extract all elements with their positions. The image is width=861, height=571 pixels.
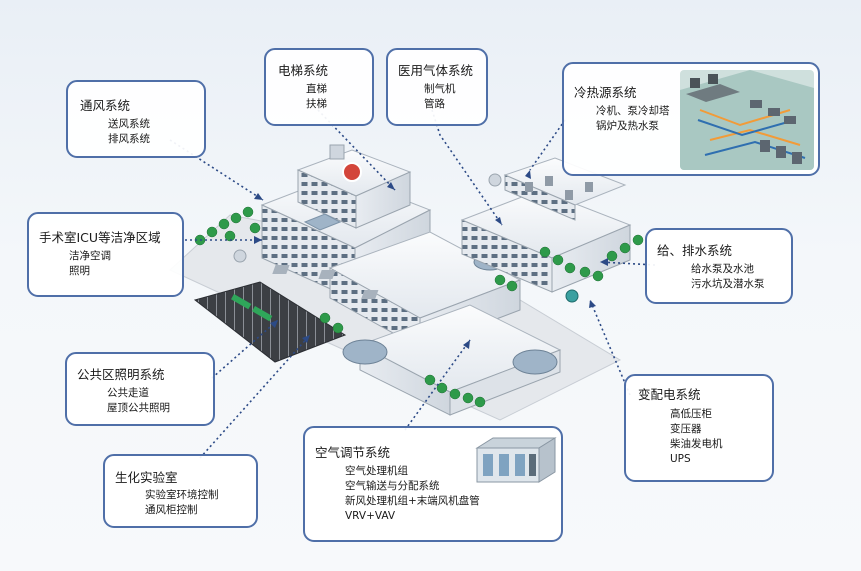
air-conditioning-box: 空气调节系统 空气处理机组 空气输送与分配系统 新风处理机组+末端风机盘管 VR… [303, 426, 563, 542]
list-item: 给水泵及水池 [691, 263, 754, 275]
list-item: 冷机、泵冷却塔 [596, 105, 670, 117]
list-item: 洁净空调 [69, 250, 111, 262]
parking-lot [193, 281, 347, 363]
list-item: 通风柜控制 [145, 504, 198, 516]
medical-gas-system-title: 医用气体系统 [398, 63, 474, 78]
list-item: 新风处理机组+末端风机盘管 [345, 495, 480, 507]
leader-line-arrows [254, 170, 608, 349]
leader-lines [169, 109, 656, 459]
air-conditioning-title: 空气调节系统 [315, 445, 391, 460]
water-supply-drainage-title: 给、排水系统 [657, 243, 733, 258]
list-item: 管路 [424, 98, 445, 110]
power-distribution-items: 高低压柜 变压器 柴油发电机 UPS [670, 407, 723, 467]
elevator-system-items: 直梯 扶梯 [306, 82, 327, 112]
clean-area-box: 手术室ICU等洁净区域 洁净空调 照明 [27, 212, 184, 297]
cooling-heating-system-items: 冷机、泵冷却塔 锅炉及热水泵 [596, 104, 670, 134]
list-item: UPS [670, 453, 691, 465]
list-item: 屋顶公共照明 [107, 402, 170, 414]
list-item: 公共走道 [107, 387, 149, 399]
list-item: VRV+VAV [345, 510, 396, 522]
list-item: 扶梯 [306, 98, 327, 110]
water-supply-drainage-items: 给水泵及水池 污水坑及潜水泵 [691, 262, 765, 292]
bio-lab-title: 生化实验室 [115, 470, 178, 485]
list-item: 空气处理机组 [345, 465, 408, 477]
clean-area-items: 洁净空调 照明 [69, 249, 111, 279]
ventilation-system-items: 送风系统 排风系统 [108, 117, 150, 147]
list-item: 制气机 [424, 83, 456, 95]
list-item: 锅炉及热水泵 [596, 120, 659, 132]
list-item: 实验室环境控制 [145, 489, 219, 501]
air-conditioning-items: 空气处理机组 空气输送与分配系统 新风处理机组+末端风机盘管 VRV+VAV [345, 464, 480, 524]
air-handling-unit-image [473, 434, 557, 486]
list-item: 高低压柜 [670, 408, 712, 420]
bio-lab-box: 生化实验室 实验室环境控制 通风柜控制 [103, 454, 258, 528]
chiller-plant-image [680, 70, 814, 170]
list-item: 照明 [69, 265, 90, 277]
list-item: 送风系统 [108, 118, 150, 130]
medical-gas-system-box: 医用气体系统 制气机 管路 [386, 48, 488, 126]
trees [194, 206, 644, 408]
power-distribution-box: 变配电系统 高低压柜 变压器 柴油发电机 UPS [624, 374, 774, 482]
list-item: 柴油发电机 [670, 438, 723, 450]
power-distribution-title: 变配电系统 [638, 387, 701, 402]
right-wing [460, 157, 632, 293]
water-supply-drainage-box: 给、排水系统 给水泵及水池 污水坑及潜水泵 [645, 228, 793, 304]
clean-area-title: 手术室ICU等洁净区域 [39, 230, 161, 245]
bio-lab-items: 实验室环境控制 通风柜控制 [145, 488, 219, 518]
elevator-system-title: 电梯系统 [278, 63, 329, 78]
elevator-system-box: 电梯系统 直梯 扶梯 [264, 48, 374, 126]
list-item: 空气输送与分配系统 [345, 480, 440, 492]
list-item: 排风系统 [108, 133, 150, 145]
list-item: 变压器 [670, 423, 702, 435]
cooling-heating-system-box: 冷热源系统 冷机、泵冷却塔 锅炉及热水泵 [562, 62, 820, 176]
list-item: 直梯 [306, 83, 327, 95]
ventilation-system-title: 通风系统 [80, 98, 131, 113]
medical-gas-system-items: 制气机 管路 [424, 82, 456, 112]
ventilation-system-box: 通风系统 送风系统 排风系统 [66, 80, 206, 158]
public-lighting-box: 公共区照明系统 公共走道 屋顶公共照明 [65, 352, 215, 426]
public-lighting-items: 公共走道 屋顶公共照明 [107, 386, 170, 416]
cooling-heating-system-title: 冷热源系统 [574, 85, 637, 100]
public-lighting-title: 公共区照明系统 [77, 367, 165, 382]
list-item: 污水坑及潜水泵 [691, 278, 765, 290]
